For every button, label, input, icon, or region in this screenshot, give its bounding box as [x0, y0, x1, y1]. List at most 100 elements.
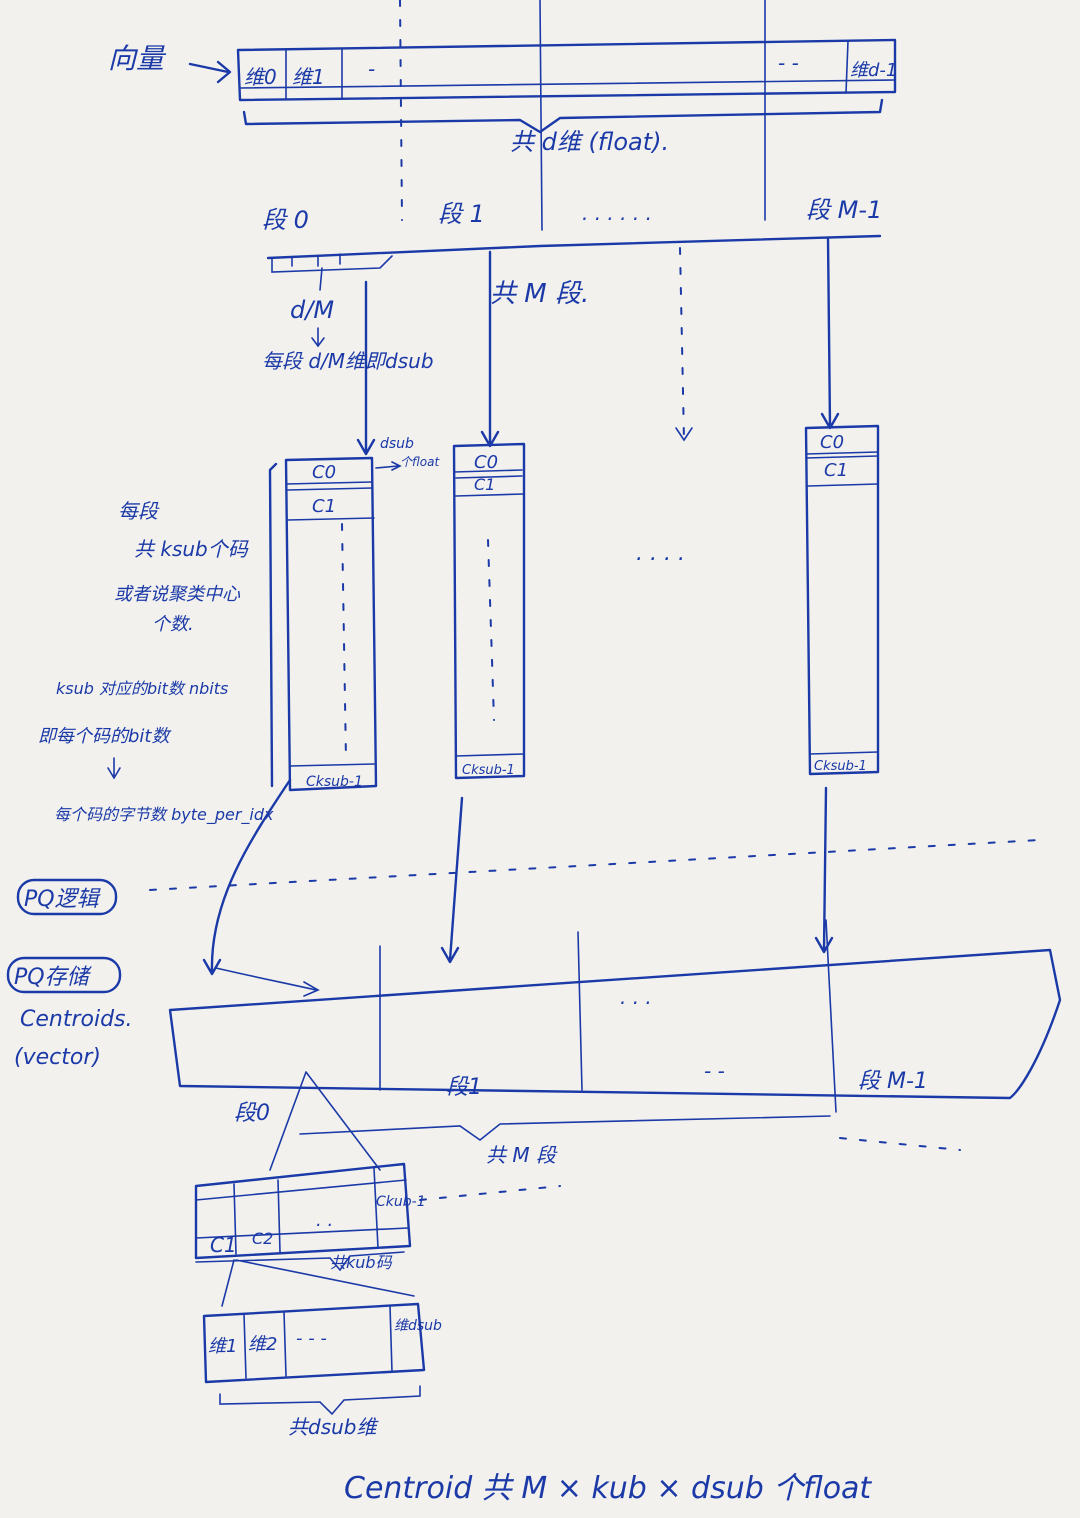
segment-detail-codes-inner	[195, 1179, 409, 1239]
vector-cell-0: 维0	[244, 65, 277, 89]
storage-count-note: 共 M 段	[486, 1143, 558, 1167]
pq-logic-label: PQ逻辑	[24, 887, 102, 912]
storage-segment-last: 段 M-1	[858, 1069, 928, 1094]
centroids-storage-bar	[168, 948, 1062, 1100]
centroids-type: (vector)	[14, 1045, 101, 1070]
segment-code-1: C1	[210, 1233, 237, 1257]
segment-dim-1: 维1	[208, 1336, 237, 1357]
note-down-arrow	[107, 757, 121, 780]
segment-0-ticks	[291, 253, 341, 267]
vector-cell-last: 维d-1	[850, 60, 897, 81]
segment-code-last: Ckub-1	[376, 1194, 426, 1210]
codebook-last-c0: C0	[820, 432, 844, 453]
pq-storage-label: PQ存储	[14, 965, 93, 990]
codebook-1-c0: C0	[474, 452, 498, 473]
codebook-column-1	[452, 442, 526, 780]
storage-ellipsis2: - -	[704, 1059, 725, 1083]
dsub-note: 每段 d/M维即dsub	[262, 349, 434, 373]
storage-trailing-dash	[839, 1137, 961, 1151]
logic-storage-divider	[149, 839, 1041, 891]
centroids-label: Centroids.	[20, 1007, 133, 1032]
segment-code-ellipsis: . .	[316, 1210, 333, 1231]
segment-0-brace	[271, 255, 393, 273]
codebook-1-c1: C1	[474, 475, 495, 494]
segment-divider-1	[399, 0, 403, 221]
code-1-zoom-lines	[221, 1259, 415, 1307]
vector-cell-1: 维1	[292, 65, 325, 89]
segment-detail-dims-dividers	[243, 1305, 393, 1379]
dims-brace	[219, 1385, 421, 1416]
segment-middle-dashed-arrow	[679, 247, 685, 441]
codebook-column-0-dashes	[341, 523, 347, 761]
codebook-0-c0: C0	[312, 462, 336, 483]
note-count: 个数.	[152, 614, 194, 635]
pq-storage-box	[6, 956, 122, 994]
codes-count-note: 共kub码	[330, 1253, 393, 1272]
note-cluster-centers: 或者说聚类中心	[114, 584, 241, 605]
storage-entry-arrow	[215, 967, 320, 997]
pq-logic-box	[16, 878, 118, 916]
vector-count-note: 共 d维 (float).	[510, 128, 669, 156]
c0-detail-label2: 个float	[400, 455, 440, 469]
codebook-column-1-dashes	[487, 539, 495, 721]
codebook-column-last	[804, 424, 880, 776]
vector-bar-inner-line	[239, 79, 896, 89]
segment-dim-ellipsis: - - -	[296, 1328, 327, 1349]
segment-label-ellipsis: . . . . . .	[582, 201, 652, 225]
c0-detail-label: dsub	[380, 436, 414, 452]
segment-dim-2: 维2	[248, 1334, 277, 1355]
codebook-0-last: Cksub-1	[306, 774, 363, 790]
segment-last-down-arrow	[820, 236, 840, 430]
codebook-1-last: Cksub-1	[462, 763, 515, 778]
segment-label-1: 段 1	[438, 200, 485, 228]
codebook-0-to-storage-arrow	[202, 778, 292, 976]
segments-brace-line	[266, 234, 882, 260]
segment-detail-codes-bar	[194, 1162, 412, 1260]
vector-pointer-arrow	[188, 60, 232, 84]
vector-label: 向量	[108, 42, 167, 75]
dsub-brace-stem	[319, 267, 323, 291]
segment-dim-last: 维dsub	[394, 1318, 442, 1334]
codebook-last-to-storage-arrow	[814, 786, 834, 954]
segment-middle-arrowhead	[675, 427, 693, 442]
storage-segment-dividers	[379, 919, 837, 1113]
storage-brace	[299, 1115, 831, 1141]
storage-segment-1: 段1	[446, 1075, 482, 1100]
codes-trailing-dash	[419, 1185, 561, 1201]
note-bytes-per-code: 每个码的字节数 byte_per_idx	[54, 805, 274, 825]
note-bits-per-code: 即每个码的bit数	[38, 726, 171, 747]
dsub-down-arrow	[311, 327, 325, 348]
storage-ellipsis: . . .	[620, 985, 652, 1009]
segment-label-last: 段 M-1	[806, 196, 882, 224]
vector-last-divider	[845, 40, 849, 94]
vector-cell-dividers	[285, 48, 343, 100]
note-per-segment: 每段	[118, 499, 160, 523]
codebook-last-c1: C1	[824, 460, 848, 481]
codebook-column-0-rows	[285, 481, 375, 767]
vector-bar	[236, 38, 897, 102]
codebook-middle-ellipsis: . . . .	[636, 541, 685, 566]
codebook-column-1-rows	[453, 469, 525, 757]
codes-brace	[195, 1251, 405, 1272]
segment-code-2: C2	[252, 1229, 273, 1248]
codebook-last-last: Cksub-1	[814, 759, 867, 774]
centroid-formula: Centroid 共 M × kub × dsub 个float	[344, 1471, 872, 1506]
c0-detail-arrow	[375, 461, 402, 471]
segment-divider-2	[539, 0, 543, 231]
codebook-0-c1: C1	[312, 496, 336, 517]
dsub-formula: d/M	[290, 296, 334, 324]
codebook-1-to-storage-arrow	[440, 796, 464, 964]
vector-brace	[242, 98, 884, 134]
vector-cell-gap: -	[368, 57, 375, 81]
vector-cell-gap2: - -	[778, 51, 799, 75]
segment-0-down-arrow	[356, 280, 376, 456]
storage-segment-0: 段0	[234, 1101, 270, 1126]
note-ksub-codes: 共 ksub个码	[134, 537, 250, 561]
segments-count-note: 共 M 段.	[490, 279, 589, 309]
note-ksub-bits: ksub 对应的bit数 nbits	[56, 679, 228, 698]
codebook-column-0	[284, 456, 378, 792]
segment-0-zoom-lines	[269, 1071, 381, 1171]
segment-label-0: 段 0	[262, 206, 309, 234]
